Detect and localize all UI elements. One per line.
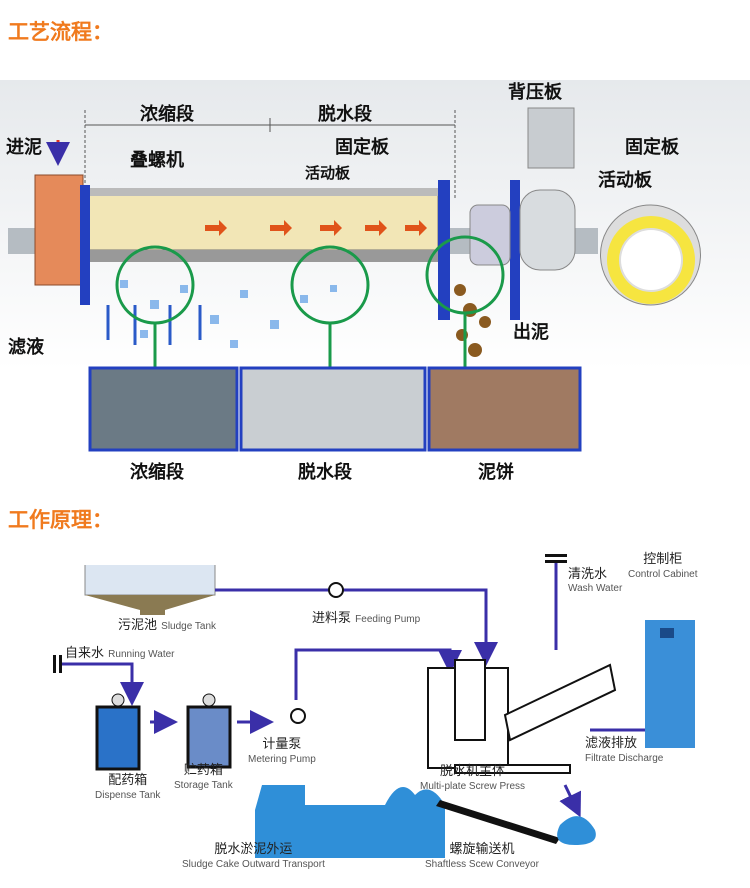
sludge-inlet-box	[34, 174, 84, 286]
label-running-water: 自来水 Running Water	[65, 646, 175, 661]
label-moving-plate-right: 活动板	[598, 170, 652, 191]
filtrate-arrows	[106, 305, 202, 345]
running-water-valve-icon	[59, 655, 62, 673]
screw-press-icon	[427, 659, 617, 774]
label-sludge-tank: 污泥池 Sludge Tank	[118, 618, 217, 633]
flow-arrows	[205, 220, 427, 236]
label-screw: 叠螺机	[130, 150, 184, 171]
label-sludge-in: 进泥	[6, 137, 42, 158]
label-sludge-out: 出泥	[513, 322, 549, 343]
frame-left	[80, 185, 90, 305]
photo-sludge-cake	[427, 366, 582, 452]
wash-water-valve-icon	[545, 560, 567, 563]
motor	[527, 107, 575, 169]
storage-tank-icon	[186, 693, 232, 769]
label-thickening: 浓缩段	[140, 104, 194, 125]
label-back-plate: 背压板	[508, 82, 562, 103]
truck-icon	[255, 785, 445, 858]
plates	[88, 250, 438, 262]
sludge-tank	[84, 565, 216, 615]
dispense-tank-icon	[95, 693, 141, 771]
label-fixed-plate-right: 固定板	[625, 137, 679, 158]
photo-caption-dewatering: 脱水段	[298, 462, 352, 483]
moving-plate-ring	[607, 216, 695, 304]
photo-caption-sludge-cake: 泥饼	[478, 462, 514, 483]
frame-right	[438, 180, 450, 320]
label-filtrate: 滤液	[8, 337, 44, 358]
flow-lines	[60, 560, 684, 818]
conveyor-icon	[436, 800, 596, 845]
zoom-circles	[115, 235, 505, 368]
label-feeding-pump: 进料泵 Feeding Pump	[312, 611, 421, 626]
gearbox	[519, 189, 576, 271]
label-dewatering: 脱水段	[318, 104, 372, 125]
photo-thickening	[88, 366, 239, 452]
principle-title: 工作原理：	[8, 508, 113, 532]
control-cabinet-icon	[645, 620, 695, 748]
label-fixed-plate: 固定板	[335, 137, 389, 158]
back-plate	[469, 204, 511, 266]
label-moving-plate: 活动板	[305, 164, 351, 182]
photo-caption-thickening: 浓缩段	[130, 462, 184, 483]
photo-dewatering	[239, 366, 427, 452]
filtrate-drops	[120, 280, 337, 348]
process-title: 工艺流程：	[8, 20, 113, 44]
pump-icons	[290, 582, 344, 724]
screw-barrel	[87, 194, 439, 251]
